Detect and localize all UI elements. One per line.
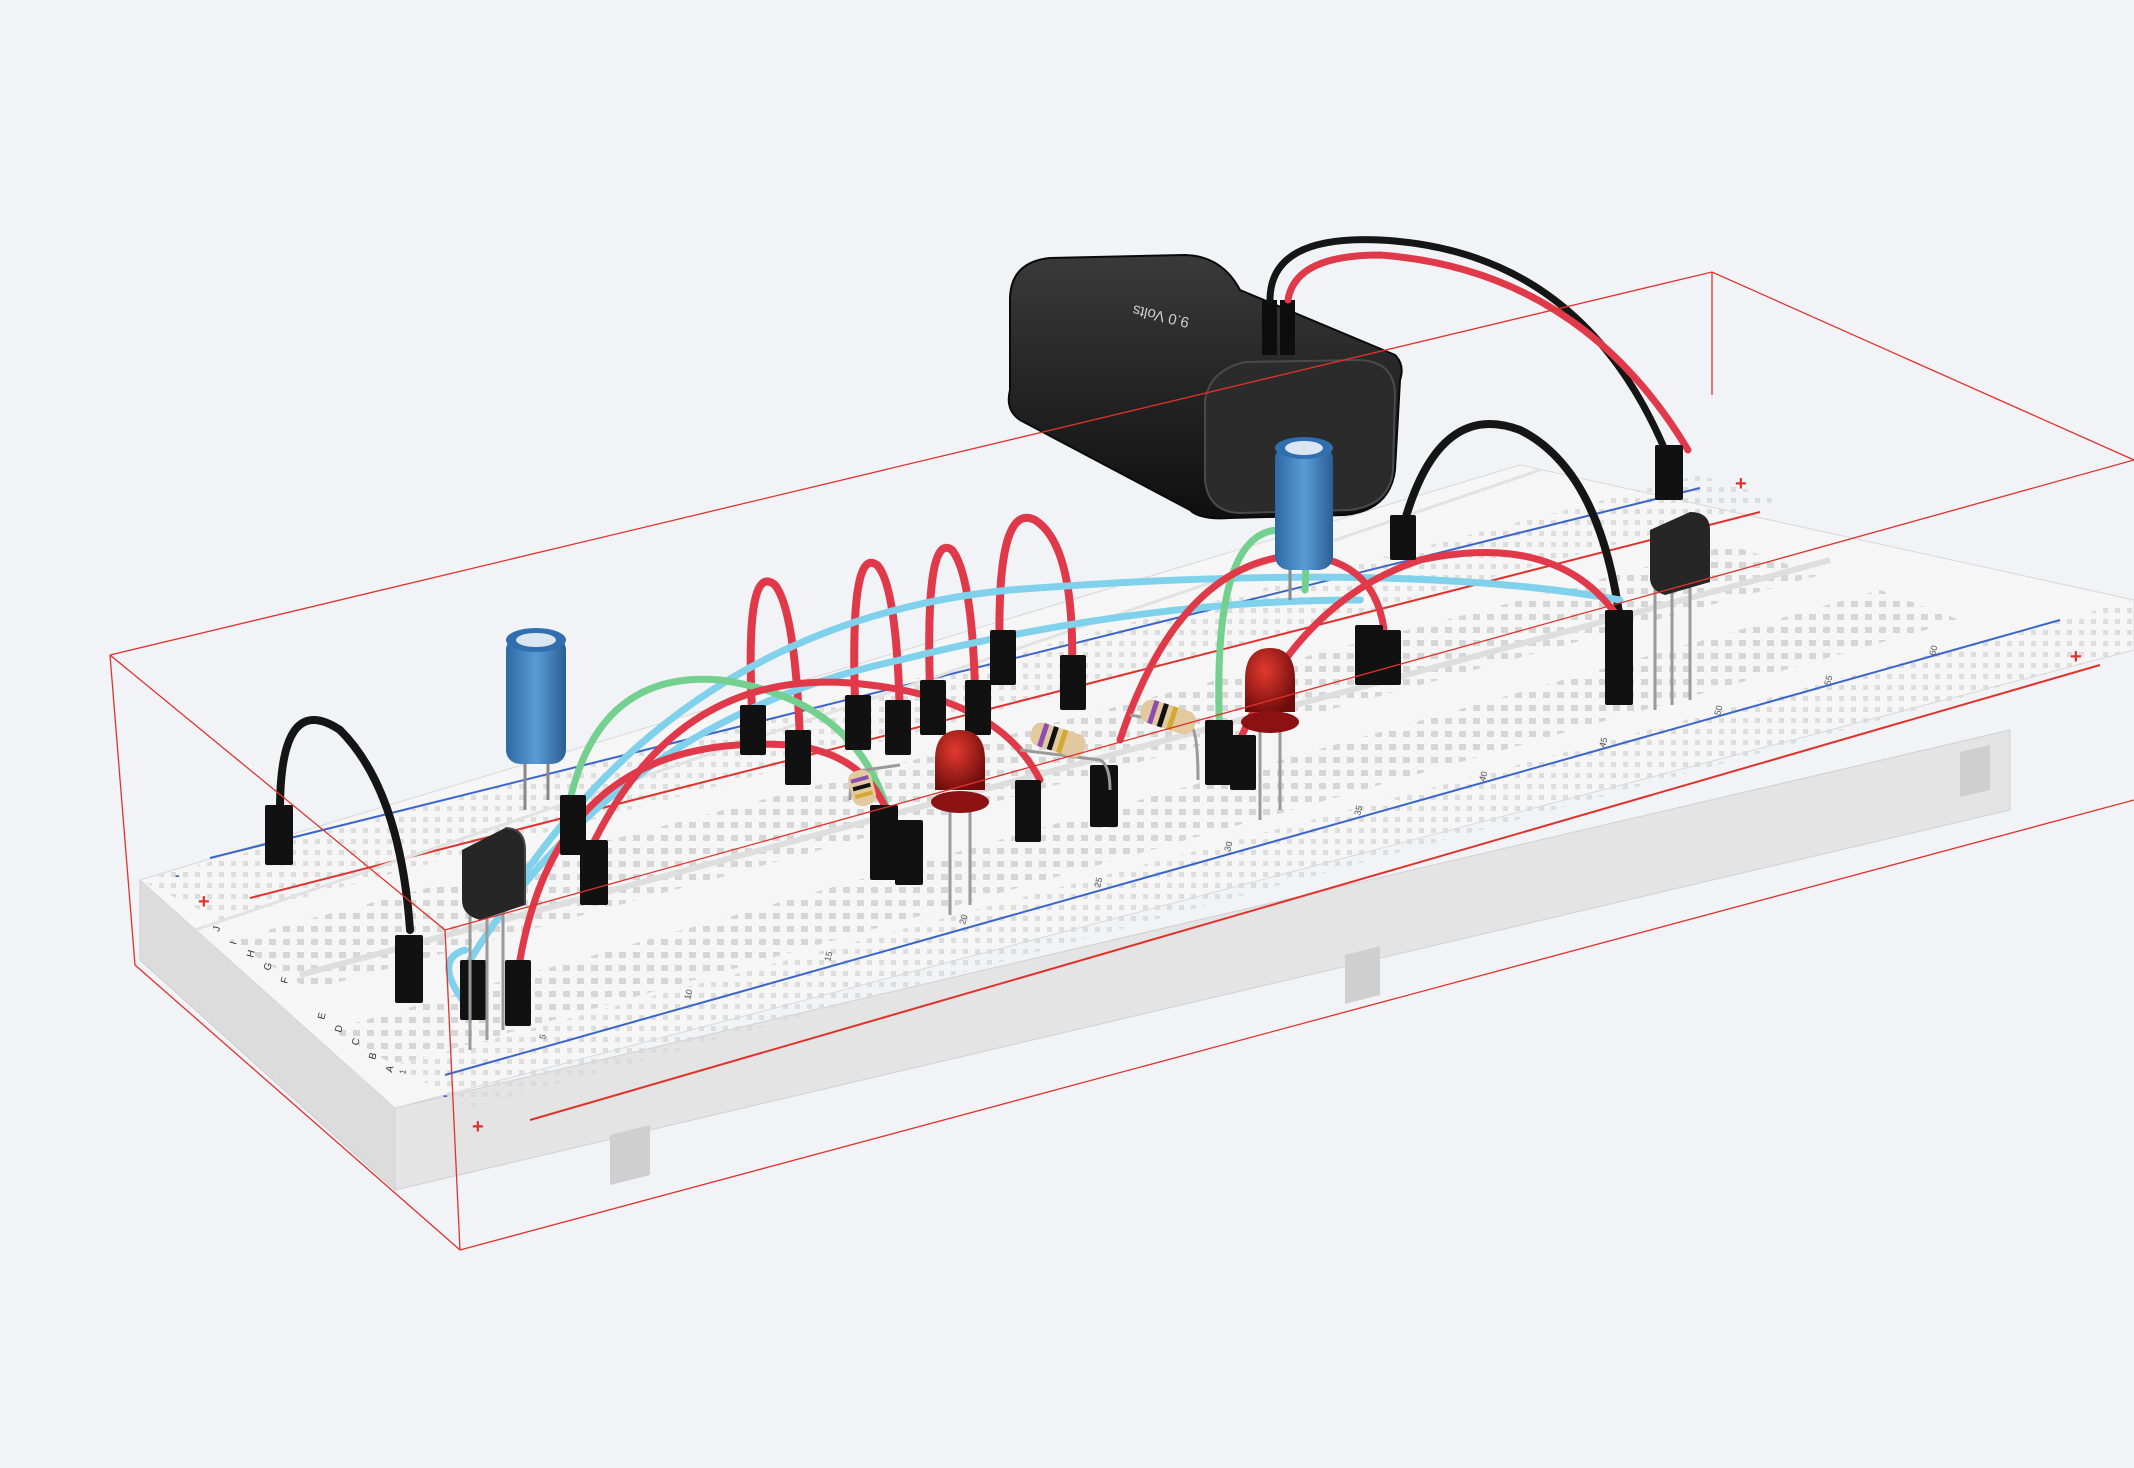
jumper-pin[interactable] <box>1015 780 1041 842</box>
jumper-pin[interactable] <box>460 960 486 1020</box>
capacitor-vent <box>516 633 556 647</box>
jumper-pin[interactable] <box>990 630 1016 685</box>
jumper-pin[interactable] <box>965 680 991 735</box>
rail-minus-symbol-far: - <box>175 867 180 883</box>
jumper-pin[interactable] <box>1060 655 1086 710</box>
led-rim <box>1241 711 1299 733</box>
jumper-pin[interactable] <box>1605 610 1633 705</box>
jumper-pin[interactable] <box>920 680 946 735</box>
jumper-pin[interactable] <box>1205 720 1233 785</box>
capacitor-body <box>506 636 566 764</box>
jumper-pin[interactable] <box>740 705 766 755</box>
jumper-pin[interactable] <box>1390 515 1416 560</box>
rail-minus-symbol-near: - <box>443 1087 448 1103</box>
rail-plus-symbol-right: + <box>2070 646 2082 668</box>
jumper-pin[interactable] <box>895 820 923 885</box>
jumper-pin[interactable] <box>1230 735 1256 790</box>
jumper-pin[interactable] <box>505 960 531 1026</box>
rail-plus-symbol-near: + <box>472 1116 484 1138</box>
jumper-pin[interactable] <box>845 695 871 750</box>
jumper-pin[interactable] <box>1375 630 1401 685</box>
jumper-pin[interactable] <box>580 840 608 905</box>
capacitor-body <box>1275 445 1333 570</box>
jumper-pin[interactable] <box>785 730 811 785</box>
rail-plus-symbol-right-far: + <box>1735 473 1747 495</box>
capacitor-vent <box>1285 441 1323 455</box>
rail-plus-symbol-far: + <box>198 891 210 913</box>
jumper-pin[interactable] <box>265 805 293 865</box>
jumper-pin[interactable] <box>395 935 423 1003</box>
led-body <box>935 730 985 790</box>
jumper-pin[interactable] <box>870 805 898 880</box>
jumper-pin[interactable] <box>1655 445 1683 500</box>
battery-9v[interactable]: 9.0 Volts <box>1007 253 1403 520</box>
led-body <box>1245 648 1295 712</box>
breadboard[interactable]: + - + - + + A B C D E F G H I J <box>139 464 2134 1192</box>
led-rim <box>931 791 989 813</box>
jumper-pin[interactable] <box>1090 765 1118 827</box>
jumper-pin[interactable] <box>885 700 911 755</box>
